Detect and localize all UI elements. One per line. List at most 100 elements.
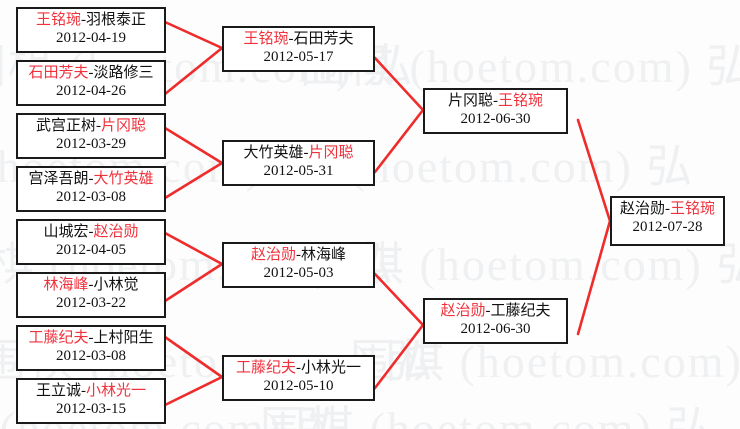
player-loser: 羽根泰正 bbox=[86, 12, 147, 28]
player-loser: 片冈聪 bbox=[447, 93, 493, 109]
connector-r1m1-r2m1 bbox=[163, 20, 224, 50]
player-separator: - bbox=[493, 93, 498, 109]
connector-r1m6-r2m3 bbox=[163, 262, 224, 303]
player-loser: 石田芳夫 bbox=[293, 31, 354, 47]
match-players: 王铭琬-羽根泰正 bbox=[18, 12, 164, 30]
player-loser: 上村阳生 bbox=[93, 330, 154, 346]
match-players: 山城宏-赵治勋 bbox=[18, 224, 164, 242]
player-loser: 大竹英雄 bbox=[243, 145, 304, 161]
player-winner: 大竹英雄 bbox=[93, 171, 154, 187]
connector-r3m2-r4m1 bbox=[576, 219, 612, 336]
player-separator: - bbox=[88, 224, 94, 240]
match-players: 赵治勋-王铭琬 bbox=[612, 201, 723, 219]
match-date: 2012-05-03 bbox=[263, 264, 334, 281]
player-winner: 片冈聪 bbox=[308, 145, 354, 161]
player-loser: 小林觉 bbox=[93, 277, 139, 293]
match-date: 2012-07-28 bbox=[632, 218, 703, 235]
player-winner: 王铭琬 bbox=[498, 93, 544, 109]
match-box-r1m1[interactable]: 王铭琬-羽根泰正 2012-04-19 bbox=[16, 7, 166, 53]
player-champion: 王铭琬 bbox=[670, 201, 716, 217]
player-winner: 王铭琬 bbox=[243, 31, 289, 47]
match-date: 2012-03-29 bbox=[56, 135, 126, 152]
player-winner: 赵治勋 bbox=[250, 247, 296, 263]
connector-r3m1-r4m1 bbox=[576, 118, 612, 223]
player-winner: 工藤纪夫 bbox=[28, 330, 89, 346]
match-players: 武宫正树-片冈聪 bbox=[18, 118, 164, 136]
player-winner: 片冈聪 bbox=[101, 118, 147, 134]
player-separator: - bbox=[296, 247, 301, 263]
player-loser: 宫泽吾朗 bbox=[28, 171, 89, 187]
match-date: 2012-03-08 bbox=[56, 347, 126, 364]
match-players: 工藤纪夫-上村阳生 bbox=[18, 330, 164, 348]
match-players: 大竹英雄-片冈聪 bbox=[224, 145, 373, 163]
connector-r2m2-r3m1 bbox=[373, 108, 425, 174]
match-date: 2012-05-17 bbox=[263, 48, 334, 65]
match-players: 王铭琬-石田芳夫 bbox=[224, 31, 373, 49]
match-box-r1m4[interactable]: 宫泽吾朗-大竹英雄 2012-03-08 bbox=[16, 166, 166, 212]
match-box-r2m1[interactable]: 王铭琬-石田芳夫 2012-05-17 bbox=[222, 26, 375, 72]
match-players: 林海峰-小林觉 bbox=[18, 277, 164, 295]
match-box-r1m7[interactable]: 工藤纪夫-上村阳生 2012-03-08 bbox=[16, 325, 166, 371]
match-date: 2012-05-10 bbox=[263, 377, 334, 394]
player-winner: 小林光一 bbox=[86, 383, 147, 399]
player-loser: 淡路修三 bbox=[93, 65, 154, 81]
connector-r2m1-r3m1 bbox=[373, 56, 425, 112]
player-winner: 工藤纪夫 bbox=[235, 360, 296, 376]
match-date: 2012-03-08 bbox=[56, 188, 126, 205]
player-separator: - bbox=[81, 383, 86, 399]
player-winner: 赵治勋 bbox=[440, 303, 486, 319]
player-loser: 山城宏 bbox=[43, 224, 89, 240]
match-players: 工藤纪夫-小林光一 bbox=[224, 360, 373, 378]
match-date: 2012-04-26 bbox=[56, 82, 126, 99]
player-loser: 林海峰 bbox=[301, 247, 347, 263]
player-loser: 工藤纪夫 bbox=[490, 303, 551, 319]
match-box-r3m1[interactable]: 片冈聪-王铭琬 2012-06-30 bbox=[423, 88, 568, 134]
player-separator: - bbox=[288, 31, 294, 47]
player-separator: - bbox=[665, 201, 670, 217]
player-loser: 武宫正树 bbox=[35, 118, 96, 134]
match-players: 宫泽吾朗-大竹英雄 bbox=[18, 171, 164, 189]
match-players: 王立诚-小林光一 bbox=[18, 383, 164, 401]
match-date: 2012-06-30 bbox=[460, 110, 531, 127]
match-date: 2012-04-05 bbox=[56, 241, 126, 258]
match-players: 赵治勋-林海峰 bbox=[224, 247, 373, 265]
player-separator: - bbox=[88, 277, 94, 293]
match-date: 2012-04-19 bbox=[56, 29, 126, 46]
match-box-r2m3[interactable]: 赵治勋-林海峰 2012-05-03 bbox=[222, 242, 375, 288]
match-box-r2m2[interactable]: 大竹英雄-片冈聪 2012-05-31 bbox=[222, 140, 375, 186]
match-players: 赵治勋-工藤纪夫 bbox=[425, 303, 566, 321]
match-box-final[interactable]: 赵治勋-王铭琬 2012-07-28 bbox=[610, 196, 725, 246]
player-separator: - bbox=[88, 330, 94, 346]
player-winner: 赵治勋 bbox=[93, 224, 139, 240]
match-box-r1m2[interactable]: 石田芳夫-淡路修三 2012-04-26 bbox=[16, 60, 166, 106]
match-date: 2012-06-30 bbox=[460, 320, 531, 337]
connector-r1m8-r2m4 bbox=[163, 375, 224, 407]
player-separator: - bbox=[81, 12, 86, 28]
player-winner: 王铭琬 bbox=[35, 12, 81, 28]
player-loser: 小林光一 bbox=[301, 360, 362, 376]
match-date: 2012-03-15 bbox=[56, 400, 126, 417]
connector-r2m4-r3m2 bbox=[373, 323, 425, 390]
match-box-r1m6[interactable]: 林海峰-小林觉 2012-03-22 bbox=[16, 272, 166, 318]
match-box-r1m5[interactable]: 山城宏-赵治勋 2012-04-05 bbox=[16, 219, 166, 265]
match-players: 石田芳夫-淡路修三 bbox=[18, 65, 164, 83]
player-winner: 林海峰 bbox=[43, 277, 89, 293]
player-winner: 石田芳夫 bbox=[28, 65, 89, 81]
player-loser: 王立诚 bbox=[35, 383, 81, 399]
player-loser: 赵治勋 bbox=[619, 201, 665, 217]
player-separator: - bbox=[88, 65, 94, 81]
match-players: 片冈聪-王铭琬 bbox=[425, 93, 566, 111]
match-box-r2m4[interactable]: 工藤纪夫-小林光一 2012-05-10 bbox=[222, 355, 375, 401]
player-separator: - bbox=[88, 171, 94, 187]
match-box-r3m2[interactable]: 赵治勋-工藤纪夫 2012-06-30 bbox=[423, 298, 568, 344]
player-separator: - bbox=[296, 360, 301, 376]
connector-r1m4-r2m2 bbox=[163, 161, 224, 200]
connector-r1m2-r2m1 bbox=[163, 46, 224, 96]
connector-r1m5-r2m3 bbox=[163, 231, 224, 266]
match-box-r1m3[interactable]: 武宫正树-片冈聪 2012-03-29 bbox=[16, 113, 166, 159]
connector-r1m7-r2m4 bbox=[163, 335, 224, 379]
player-separator: - bbox=[96, 118, 101, 134]
match-box-r1m8[interactable]: 王立诚-小林光一 2012-03-15 bbox=[16, 378, 166, 424]
player-separator: - bbox=[485, 303, 491, 319]
match-date: 2012-05-31 bbox=[263, 162, 334, 179]
